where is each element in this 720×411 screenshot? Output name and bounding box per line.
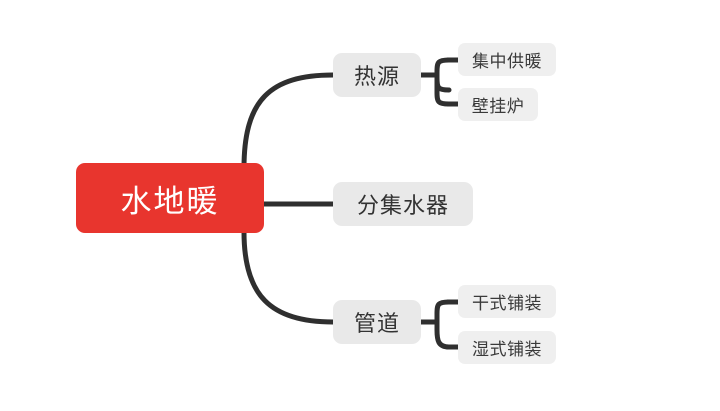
leaf-node-wall-hung-boiler[interactable]: 壁挂炉 (458, 88, 538, 121)
connector-pipe-bracket (434, 299, 452, 350)
branch-node-pipe[interactable]: 管道 (333, 300, 421, 344)
connector-root-to-heat (241, 72, 336, 171)
root-node-water-floor-heating[interactable]: 水地暖 (76, 163, 264, 233)
leaf-node-dry-installation[interactable]: 干式铺装 (458, 285, 556, 318)
leaf-node-wet-installation[interactable]: 湿式铺装 (458, 331, 556, 364)
connector-heat-bracket (434, 57, 452, 93)
connector-root-to-pipe (241, 229, 336, 325)
branch-node-heat-source[interactable]: 热源 (333, 53, 421, 97)
leaf-node-central-heating[interactable]: 集中供暖 (458, 43, 556, 76)
connector-heat-bracket-lower (434, 75, 452, 107)
branch-node-manifold[interactable]: 分集水器 (333, 182, 473, 226)
